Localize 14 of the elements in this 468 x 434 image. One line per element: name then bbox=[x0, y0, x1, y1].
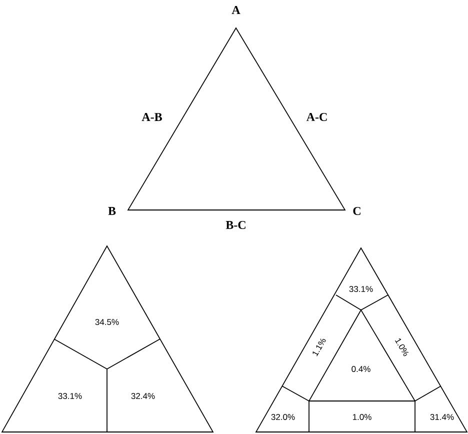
percentage-label: 33.1% bbox=[349, 286, 373, 292]
percentage-label: 32.4% bbox=[131, 393, 155, 399]
vertex-label: C bbox=[353, 206, 360, 216]
percentage-label: 33.1% bbox=[58, 393, 82, 399]
percentage-label: 1.0% bbox=[352, 414, 372, 420]
side-label: B-C bbox=[226, 220, 246, 230]
percentage-label: 32.0% bbox=[271, 414, 295, 420]
percentage-label: 31.4% bbox=[430, 414, 454, 420]
side-label: A-C bbox=[306, 112, 327, 122]
percentage-label: 0.4% bbox=[352, 366, 370, 372]
vertex-label: B bbox=[108, 207, 116, 215]
vertex-label: A bbox=[232, 6, 240, 14]
percentage-label: 34.5% bbox=[95, 319, 119, 325]
side-label: A-B bbox=[142, 113, 162, 121]
